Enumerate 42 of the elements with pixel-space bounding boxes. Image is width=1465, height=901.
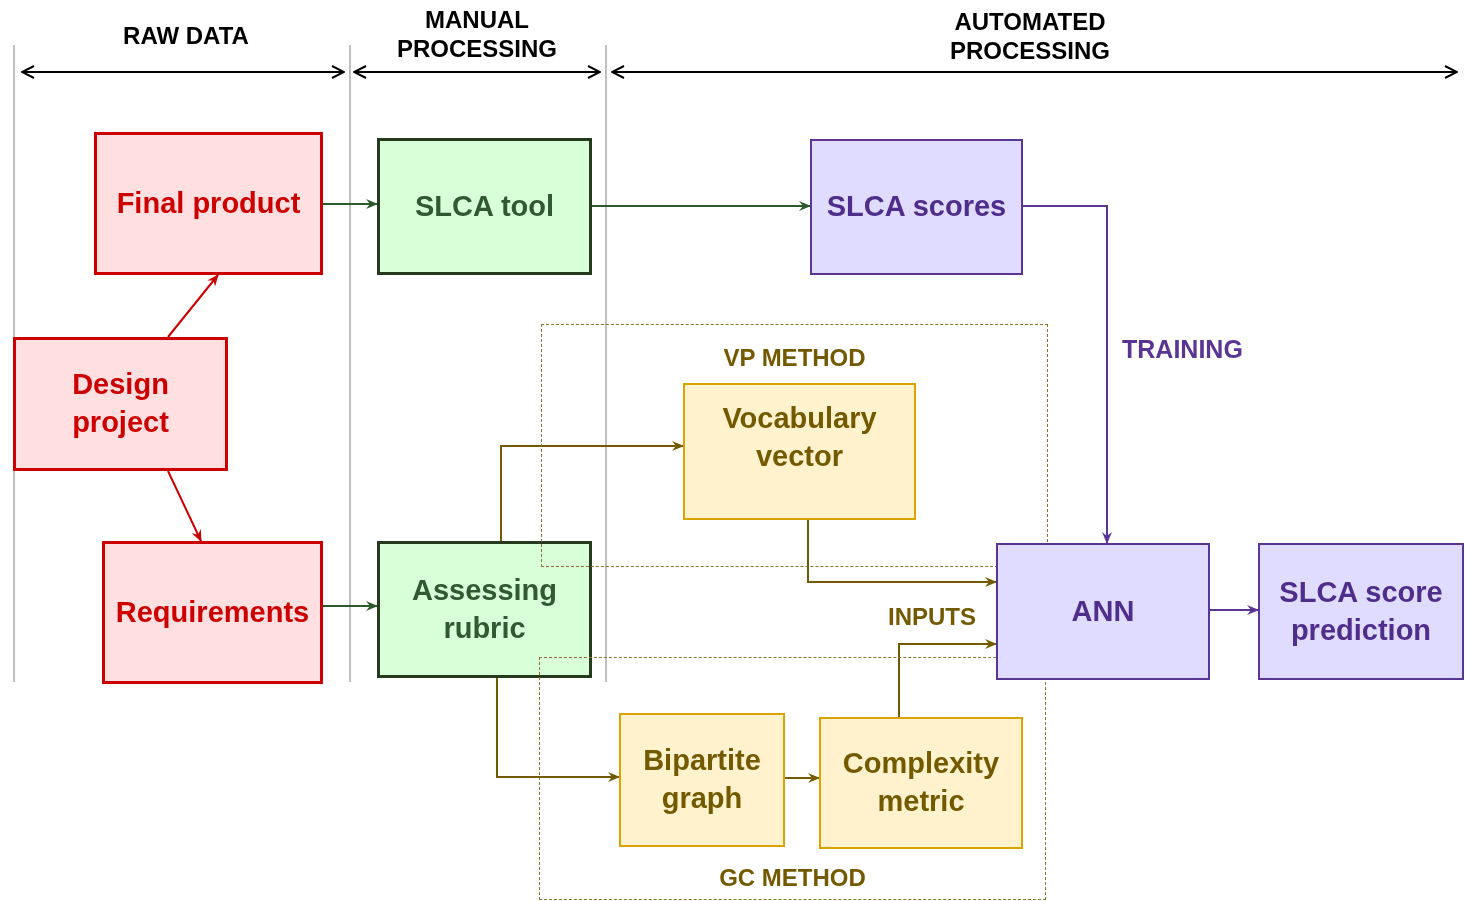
process-box — [819, 717, 1023, 849]
arrow — [167, 274, 219, 338]
node-label: Vocabulary vector — [721, 400, 878, 474]
arrow — [1022, 205, 1112, 544]
phase-label: RAW DATA — [122, 22, 250, 51]
dashed-group-box — [541, 324, 1048, 567]
process-box — [1258, 543, 1464, 680]
arrow — [496, 677, 620, 782]
group-title: GC METHOD — [719, 862, 866, 893]
arrow — [591, 201, 811, 211]
arrow — [807, 519, 997, 587]
arrow — [322, 199, 378, 209]
group-title: VP METHOD — [723, 343, 866, 373]
process-box — [810, 139, 1023, 275]
phase-label: AUTOMATED PROCESSING — [949, 8, 1111, 66]
node-label: Bipartite graph — [642, 743, 762, 816]
dashed-group-box — [539, 657, 1046, 900]
arrow — [322, 601, 378, 611]
node-label: Complexity metric — [841, 746, 1001, 819]
node-label: SLCA tool — [414, 188, 555, 224]
process-box — [996, 543, 1210, 680]
arrow — [500, 441, 684, 542]
process-box — [377, 138, 592, 275]
node-label: Final product — [116, 185, 301, 221]
node-label: ANN — [1071, 593, 1135, 629]
arrow — [784, 773, 820, 783]
arrow — [1209, 605, 1259, 615]
process-box — [94, 132, 323, 275]
node-label: SLCA scores — [826, 189, 1007, 225]
process-box — [683, 383, 916, 520]
node-label: Design project — [71, 367, 170, 440]
process-box — [13, 337, 228, 471]
inputs-label: INPUTS — [887, 603, 977, 632]
process-box — [377, 541, 592, 678]
process-box — [619, 713, 785, 847]
phase-label: MANUAL PROCESSING — [396, 6, 558, 64]
arrow — [898, 639, 997, 718]
node-label: SLCA score prediction — [1278, 574, 1444, 648]
process-box — [102, 541, 323, 684]
node-label: Assessing rubric — [410, 572, 559, 646]
arrow — [167, 470, 202, 542]
node-label: Requirements — [115, 594, 310, 630]
